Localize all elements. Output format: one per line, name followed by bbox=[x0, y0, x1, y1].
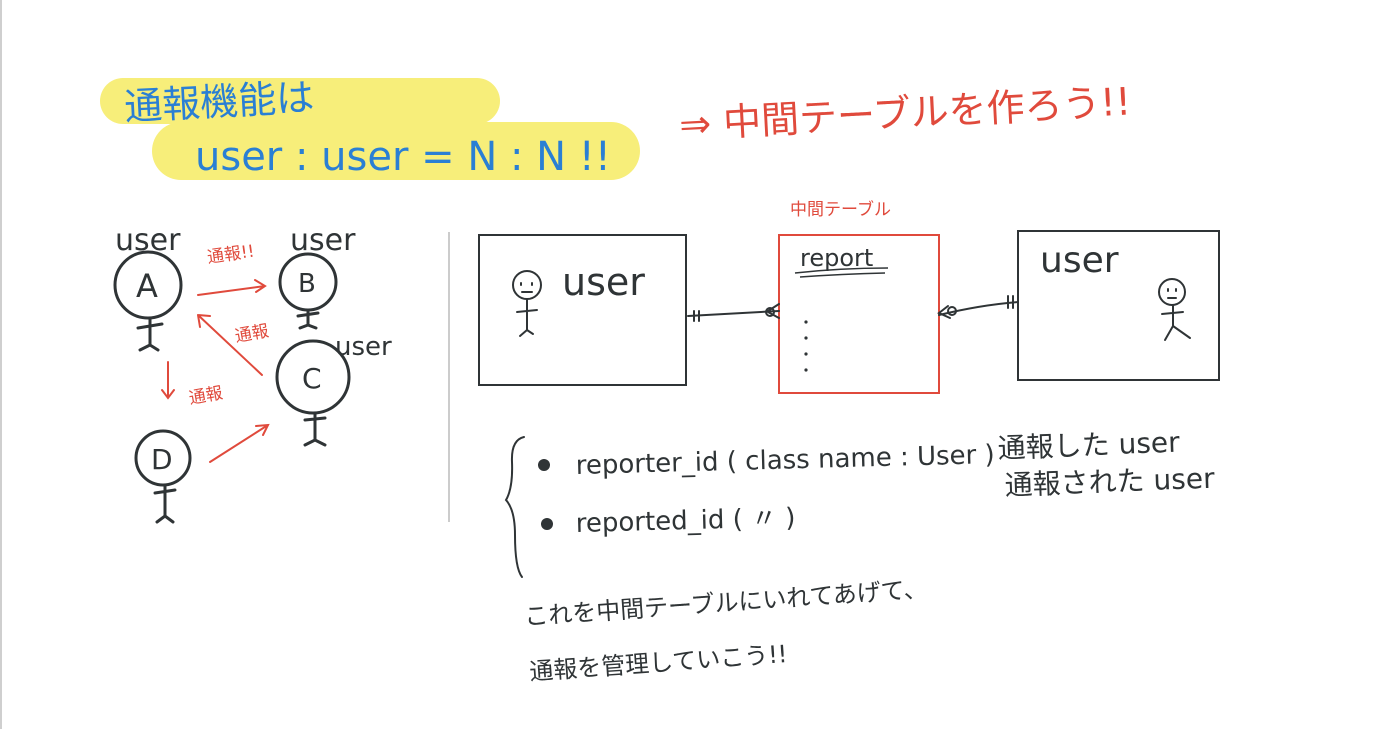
title-arrow-text: ⇒ 中間テーブルを作ろう!! bbox=[678, 79, 1132, 147]
node-d-letter: D bbox=[151, 443, 173, 476]
edge-label-a-d: 通報 bbox=[187, 383, 224, 409]
node-d-circle bbox=[134, 429, 192, 487]
field-note-1: 通報した user bbox=[997, 426, 1181, 465]
node-a-circle bbox=[113, 250, 183, 320]
node-a-body bbox=[136, 316, 164, 352]
er-middle-caption: 中間テーブル bbox=[790, 199, 891, 220]
relation-diagram bbox=[113, 250, 351, 524]
user-label-b: user bbox=[290, 223, 356, 258]
title-line-2: user : user = N : N !! bbox=[195, 134, 611, 180]
field-note-2: 通報された user bbox=[1004, 462, 1215, 502]
title-highlight-2 bbox=[152, 122, 640, 180]
title-line-1: 通報機能は bbox=[123, 75, 315, 129]
node-c-circle bbox=[275, 339, 351, 415]
report-ellipsis bbox=[804, 320, 808, 372]
node-d-body bbox=[153, 483, 177, 524]
er-entity-user-right bbox=[1017, 230, 1220, 381]
field-brace bbox=[504, 436, 525, 578]
er-entity-user-right-label: user bbox=[1040, 240, 1119, 281]
footnote-line-1: これを中間テーブルにいれてあげて、 bbox=[523, 575, 928, 631]
node-c-body bbox=[303, 411, 327, 447]
er-entity-report-label: report bbox=[800, 244, 873, 272]
user-label-a: user bbox=[115, 223, 181, 258]
node-b-body bbox=[296, 308, 320, 330]
report-underline bbox=[794, 267, 889, 278]
stick-person-right-icon bbox=[1158, 278, 1191, 341]
page-edge bbox=[0, 0, 2, 729]
footnote-line-2: 通報を管理していこう!! bbox=[528, 640, 788, 686]
er-relation-left bbox=[687, 303, 780, 322]
node-b-letter: B bbox=[298, 269, 316, 299]
er-relation-right bbox=[937, 295, 1019, 319]
stick-person-left-icon bbox=[512, 270, 542, 337]
user-label-c: user bbox=[335, 332, 392, 362]
er-entity-user-left bbox=[478, 234, 687, 386]
node-c-letter: C bbox=[302, 362, 322, 395]
field-bullet-1 bbox=[538, 459, 550, 471]
title-highlight-1 bbox=[100, 78, 500, 124]
field-name-2: reported_id ( 〃 ) bbox=[575, 503, 795, 539]
node-a-letter: A bbox=[136, 267, 158, 305]
relation-arrows bbox=[161, 279, 270, 463]
arrow-c-to-a bbox=[197, 314, 263, 376]
field-name-1: reporter_id ( class name : User ) bbox=[575, 440, 995, 481]
edge-label-c-a: 通報 bbox=[233, 321, 270, 347]
arrow-a-to-b bbox=[197, 279, 267, 296]
edge-label-a-b: 通報!! bbox=[206, 242, 256, 268]
arrow-d-to-c bbox=[209, 423, 270, 463]
field-bullet-2 bbox=[541, 518, 553, 530]
er-entity-user-left-label: user bbox=[562, 260, 645, 304]
arrow-a-to-d bbox=[161, 361, 175, 400]
